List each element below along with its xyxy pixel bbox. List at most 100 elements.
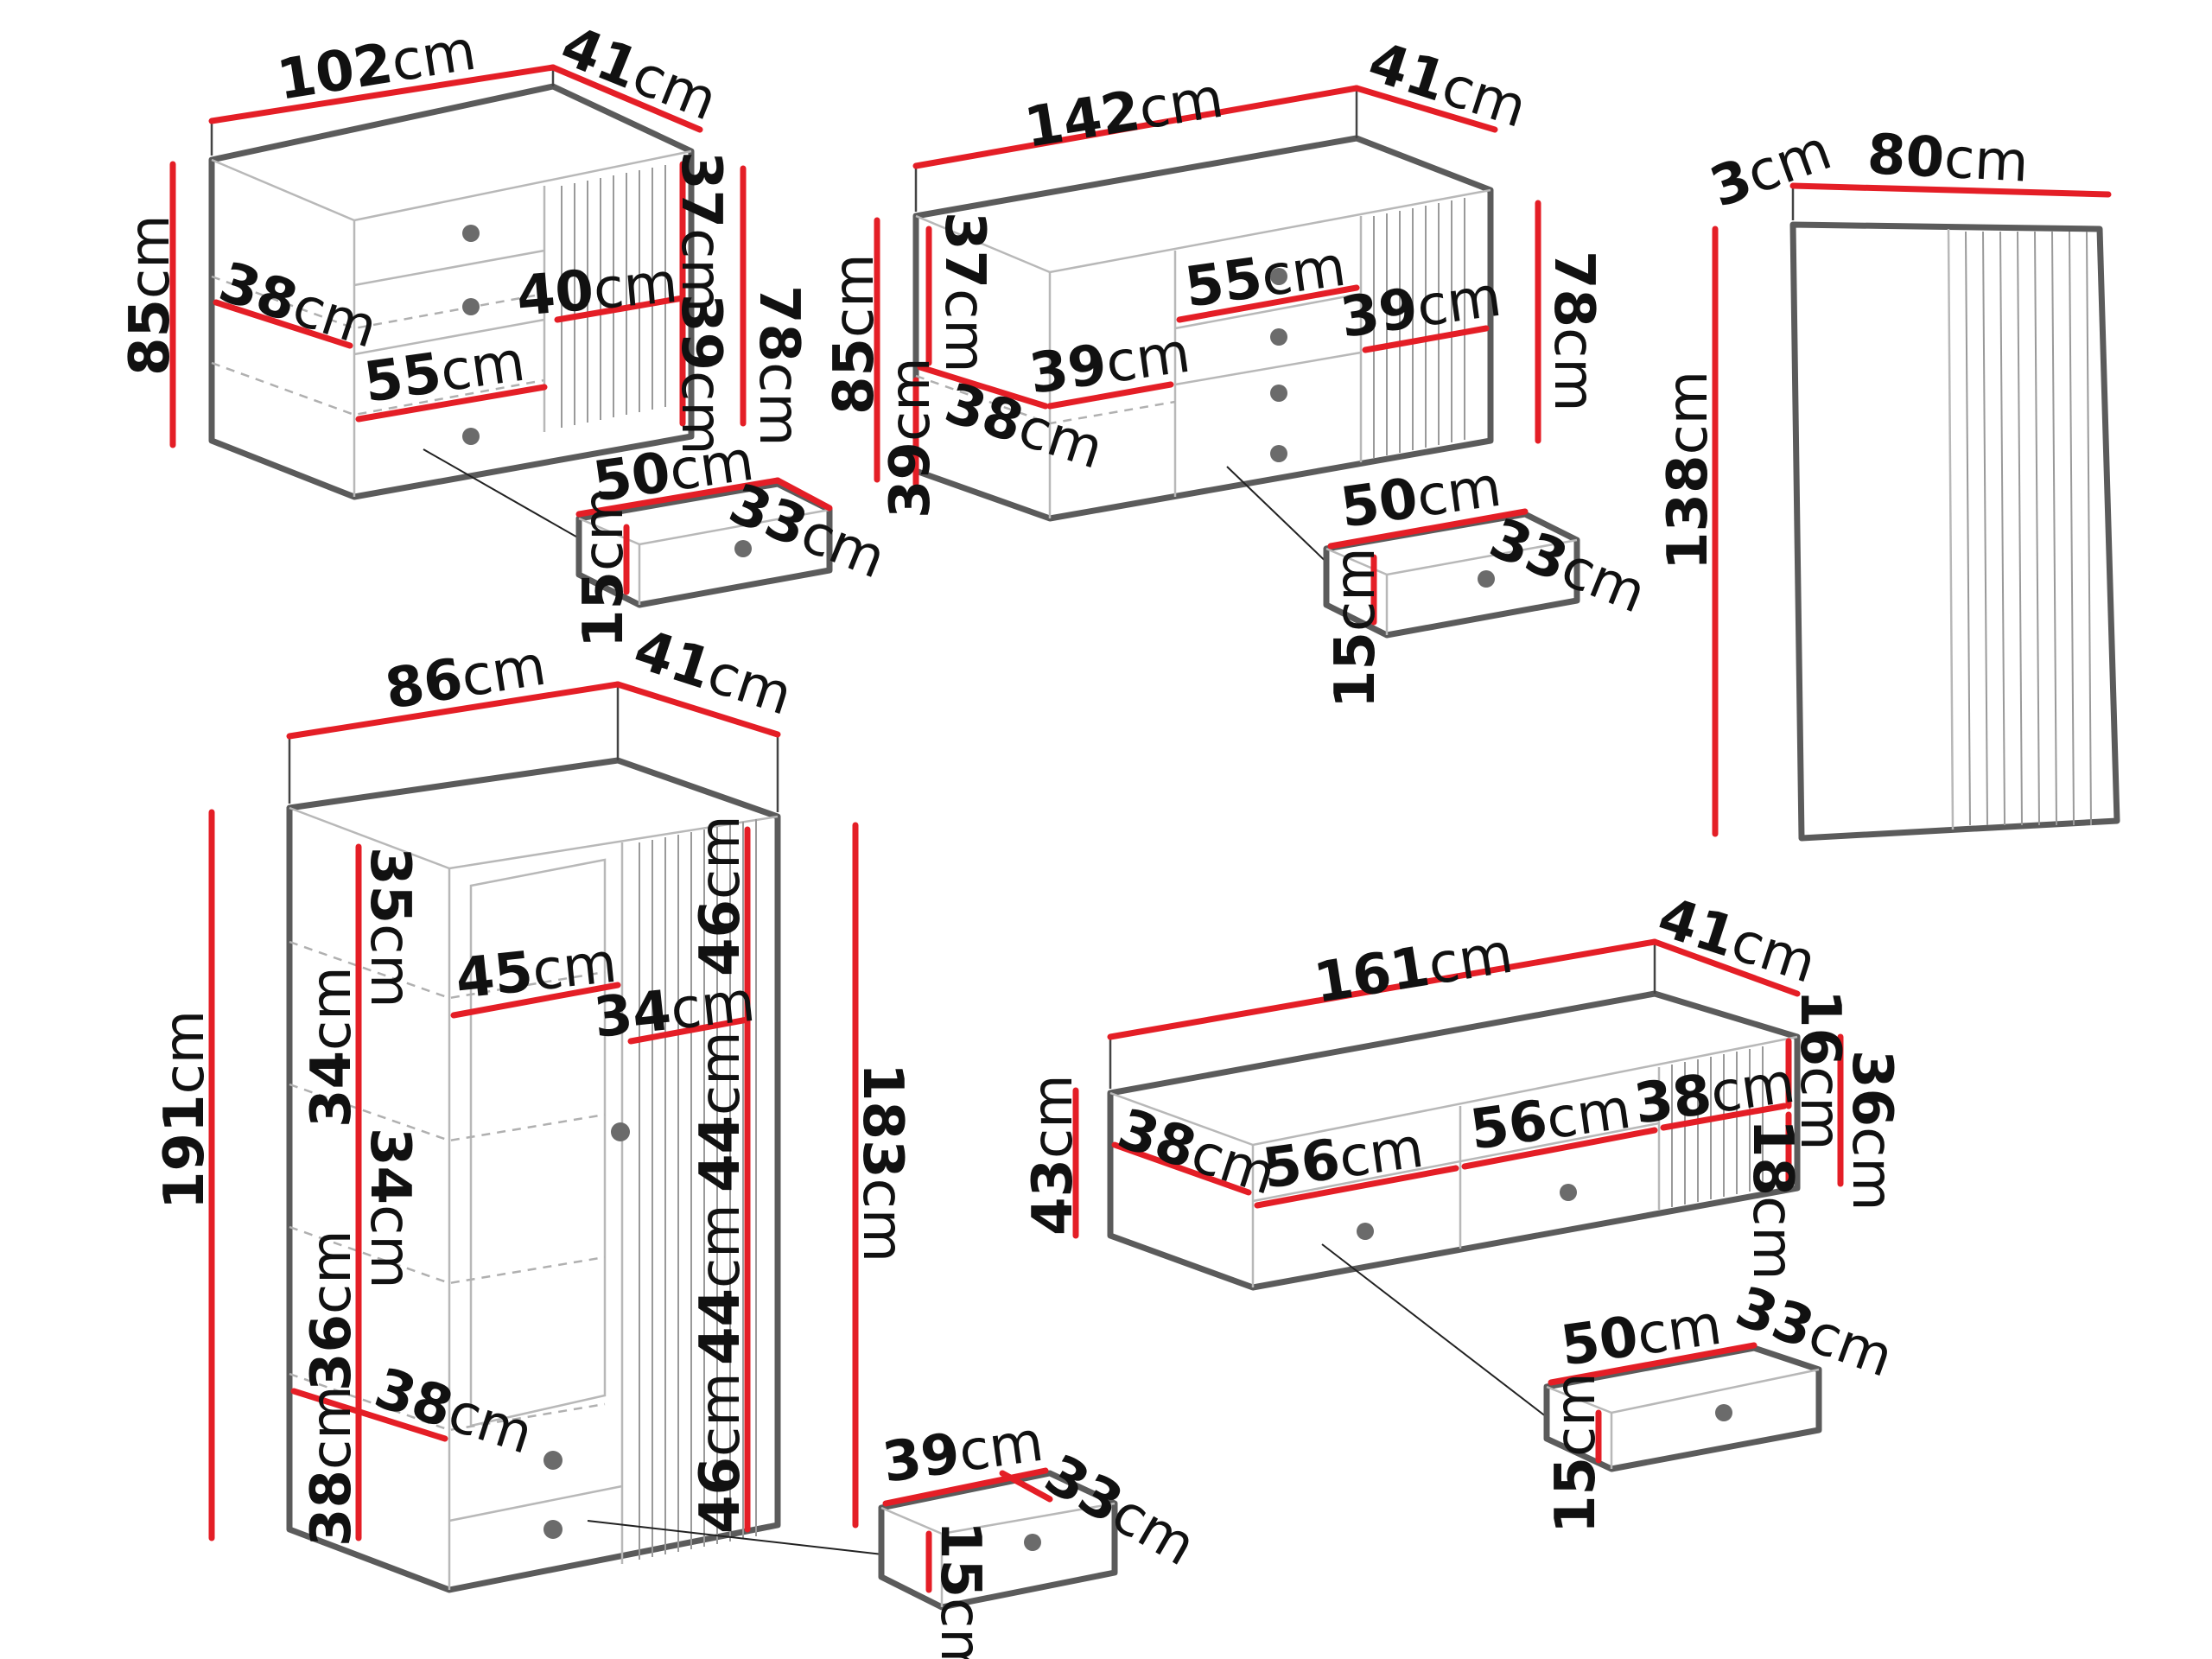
tv-161-right-w-line — [1660, 1103, 1788, 1131]
tv-161-width-label: 161cm — [1310, 922, 1517, 1016]
knob-icon — [1478, 570, 1495, 588]
knob-icon — [1715, 1404, 1732, 1421]
cabinet-86-right-section-label: 44cm — [689, 1204, 753, 1365]
cabinet-86-right-section-label: 46cm — [689, 1372, 753, 1534]
tv-161-drawer1-label: 56cm — [1259, 1116, 1427, 1202]
knob-icon — [1357, 1223, 1374, 1240]
sideboard-142-shelf-depth-line — [917, 364, 1049, 410]
tv-161-drawer1-line — [1254, 1165, 1459, 1209]
chest-102-top-drawer-label: 37cm — [669, 151, 733, 313]
tv-161-drawer2-label: 56cm — [1466, 1077, 1635, 1163]
chest-102-slats — [561, 165, 666, 428]
sideboard-142-width-line — [912, 85, 1360, 169]
knob-icon — [734, 540, 752, 557]
cabinet-86-drawer-detail — [878, 1467, 1118, 1611]
tv-161-drawer2-line — [1461, 1127, 1658, 1170]
sideboard-142-depth-label: 41cm — [1361, 30, 1534, 141]
tv-161-right-h-label: 36cm — [1840, 1050, 1904, 1211]
knob-icon — [1024, 1534, 1041, 1551]
cabinet-86-width-line — [286, 681, 621, 740]
knob-icon — [1560, 1184, 1577, 1201]
cabinet-86-right-w-label: 34cm — [591, 970, 758, 1051]
sideboard-142-shelf — [915, 374, 1176, 425]
chest-102-height-label: 85cm — [118, 214, 182, 376]
cabinet-86-drawer-width-label: 39cm — [879, 1410, 1047, 1496]
chest-102-depth-line — [550, 64, 703, 133]
cabinet-86-glass-w-line — [450, 982, 621, 1019]
chest-102-width-label: 102cm — [273, 19, 480, 113]
tv-161-width-line — [1107, 938, 1658, 1040]
knob-icon — [1270, 268, 1287, 285]
tv-161-drawer-width-label: 50cm — [1557, 1294, 1726, 1379]
sideboard-142-drawer-w-label: 55cm — [1181, 235, 1350, 321]
knob-icon — [1270, 445, 1287, 462]
knob-icon — [1270, 328, 1287, 346]
knob-icon — [611, 1122, 630, 1141]
mirror-slats — [1965, 231, 2092, 826]
sideboard-142-drawer-detail — [1323, 508, 1580, 639]
tv-161-slats — [1671, 1046, 1764, 1207]
chest-102-shelf-width-line — [554, 295, 686, 323]
sideboard-142-left-w-line — [1046, 381, 1174, 410]
tv-161-drawer-detail — [1543, 1342, 1822, 1472]
mirror-edge — [1947, 228, 1955, 830]
sideboard-142-right-w-line — [1362, 325, 1490, 353]
mirror-height-label: 138cm — [1656, 371, 1720, 570]
sideboard-142-height-label: 85cm — [823, 253, 887, 415]
sideboard-142: 142cm 41cm 85cm 78cm 37cm 39cm 38cm 39cm… — [823, 30, 1655, 709]
sideboard-142-bottom-label: 39cm — [879, 357, 943, 518]
tv-161-depth-label: 41cm — [1650, 886, 1823, 996]
cabinet-86-slats — [639, 819, 757, 1560]
cabinet-86-right-w-line — [627, 1016, 751, 1045]
mirror-width-label: 80cm — [1866, 123, 2030, 195]
sideboard-142-width-label: 142cm — [1020, 67, 1228, 161]
leader-line — [1321, 1243, 1548, 1418]
sideboard-142-drawer-w-line — [1176, 284, 1360, 323]
tv-161-depth-line — [1651, 938, 1801, 997]
cabinet-86-left-section-label: 36cm — [300, 1230, 364, 1391]
tv-161-right-w-label: 38cm — [1630, 1052, 1799, 1137]
sideboard-142-top-label: 37cm — [932, 212, 996, 373]
cabinet-86-drawer-line — [448, 1484, 623, 1522]
tv-161-drawer-line — [1252, 1122, 1660, 1203]
cabinet-86-depth-line — [614, 681, 781, 738]
tv-161-drawer-height-label: 15cm — [1544, 1372, 1608, 1534]
chest-102-drawer-line — [353, 318, 545, 356]
chest-102-drawer-line — [353, 249, 545, 287]
cabinet-86-glass-door — [469, 858, 607, 1427]
cabinet-86-width-label: 86cm — [381, 634, 550, 722]
knob-icon — [462, 298, 480, 315]
chest-102-drawer-detail — [575, 477, 833, 608]
leader-line — [423, 448, 606, 554]
knob-icon — [543, 1520, 563, 1539]
chest-102-width-line — [208, 64, 556, 124]
chest-102-shelf-width-label: 40cm — [514, 251, 680, 329]
chest-102-drawer-height-label: 15cm — [572, 486, 636, 648]
tv-161-top-h-label: 16cm — [1788, 989, 1852, 1151]
sideboard-142-drawer-height-label: 15cm — [1324, 547, 1388, 709]
chest-102-shelf — [211, 275, 545, 330]
sideboard-142-right-w-label: 39cm — [1337, 265, 1505, 351]
mirror: 80cm 3cm 138cm — [1656, 118, 2120, 842]
cabinet-86-glass-w-label: 45cm — [453, 931, 620, 1012]
mirror-outline — [1789, 221, 2120, 842]
cabinet-86-right-section-label: 44cm — [689, 1031, 753, 1192]
chest-102-inner-height-label: 78cm — [747, 285, 810, 447]
leader-line — [587, 1520, 891, 1556]
tv-161-height-label: 43cm — [1021, 1074, 1085, 1236]
chest-102-mid-drawer-label: 39cm — [669, 294, 733, 455]
cabinet-86-drawer-height-label: 15cm — [928, 1521, 992, 1659]
cabinet-86-right-section-label: 46cm — [689, 815, 753, 976]
cabinet-86: 86cm 41cm 191cm 183cm 35cm 34cm 34cm 36c… — [153, 618, 1206, 1659]
sideboard-142-left-w-label: 39cm — [1026, 321, 1194, 407]
chest-102-shelf — [211, 361, 545, 416]
chest-102-drawer-width-line — [355, 384, 548, 423]
cabinet-86-shelf-depth-line — [290, 1388, 448, 1442]
cabinet-86-left-section-label: 34cm — [358, 1128, 422, 1289]
knob-icon — [1270, 385, 1287, 402]
chest-102-shelf-depth-line — [213, 299, 353, 349]
cabinet-86-inner-height-label: 183cm — [850, 1063, 914, 1262]
tv-161-bottom-h-label: 18cm — [1740, 1119, 1804, 1281]
